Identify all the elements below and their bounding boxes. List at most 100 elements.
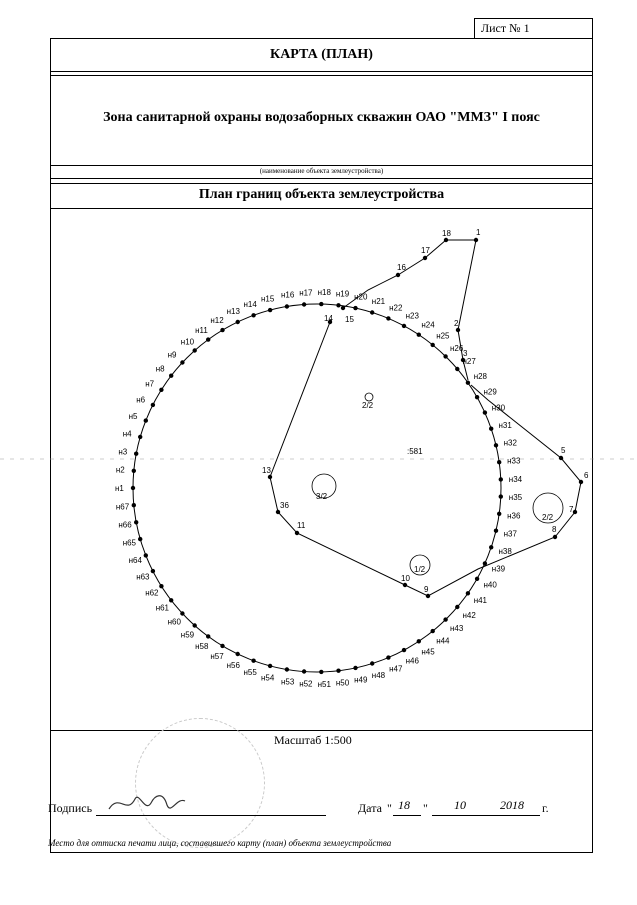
boundary-point-label: н52 (299, 680, 313, 689)
boundary-point-dot (301, 669, 307, 674)
boundary-point-dot (482, 561, 488, 566)
boundary-point-dot (430, 628, 435, 634)
boundary-point-dot (131, 468, 136, 473)
parcel-label: 2/2 (362, 401, 374, 410)
boundary-point-label: н19 (336, 289, 350, 298)
vertex-dot (395, 272, 401, 278)
boundary-point-dot (235, 651, 240, 657)
seal-stamp (135, 718, 265, 848)
boundary-point-dot (474, 576, 480, 581)
vertex-dot (572, 509, 578, 515)
boundary-point-label: н48 (372, 671, 386, 680)
boundary-point-label: н61 (156, 604, 170, 613)
boundary-point-dot (336, 668, 341, 673)
boundary-point-dot (220, 327, 225, 333)
boundary-point-dot (169, 373, 174, 378)
boundary-point-label: н55 (244, 668, 258, 677)
vertex-dot (402, 582, 408, 588)
divider (50, 71, 593, 72)
vertex-dot (558, 455, 564, 461)
sanitary-zone-circle (132, 303, 502, 673)
boundary-point-dot (159, 584, 164, 589)
boundary-point-label: н60 (168, 618, 182, 627)
divider (50, 75, 593, 76)
vertex-label: 15 (345, 315, 354, 324)
parcel-label: :581 (407, 447, 423, 456)
boundary-point-label: н16 (281, 291, 295, 300)
boundary-point-label: н27 (463, 357, 477, 366)
boundary-point-dot (353, 305, 358, 311)
boundary-point-label: н18 (318, 288, 332, 297)
boundary-point-label: н12 (210, 316, 224, 325)
boundary-point-label: н15 (261, 295, 275, 304)
boundary-point-dot (443, 617, 448, 622)
boundary-point-dot (267, 307, 273, 313)
boundary-point-label: н54 (261, 674, 275, 683)
vertex-label: 13 (262, 466, 271, 475)
boundary-point-label: н6 (136, 395, 145, 404)
boundary-point-dot (206, 634, 211, 639)
boundary-point-dot (370, 661, 375, 666)
well-marker (364, 392, 374, 402)
vertex-label: 36 (280, 501, 289, 510)
vertex-label: 14 (324, 314, 333, 323)
signature-label: Подпись (48, 801, 93, 815)
boundary-point-dot (150, 568, 156, 574)
boundary-point-dot (430, 342, 435, 348)
boundary-point-label: н36 (507, 512, 521, 521)
boundary-point-dot (319, 669, 324, 675)
object-name: Зона санитарной охраны водозаборных сква… (103, 110, 540, 125)
boundary-point-label: н62 (145, 589, 159, 598)
vertex-label: 3 (463, 349, 468, 358)
boundary-point-label: н1 (115, 484, 124, 493)
boundary-point-dot (301, 302, 307, 307)
boundary-point-dot (455, 604, 460, 610)
boundary-point-dot (455, 366, 460, 372)
boundary-point-label: н21 (372, 297, 386, 306)
boundary-point-label: н49 (354, 676, 368, 685)
boundary-point-dot (251, 313, 256, 318)
boundary-point-dot (143, 418, 148, 423)
boundary-point-dot (235, 319, 240, 325)
vertex-label: 5 (561, 446, 566, 455)
boundary-point-label: н14 (244, 300, 258, 309)
boundary-point-label: н57 (210, 652, 224, 661)
boundary-point-label: н5 (129, 412, 138, 421)
boundary-point-label: н51 (318, 680, 332, 689)
vertex-dot (327, 319, 333, 325)
boundary-point-label: н29 (484, 387, 498, 396)
vertex-label: 7 (569, 505, 574, 514)
vertex-label: 17 (421, 246, 430, 255)
boundary-point-label: н46 (406, 657, 420, 666)
boundary-point-dot (134, 451, 139, 456)
boundary-point-dot (143, 553, 148, 558)
boundary-point-label: н66 (118, 521, 132, 530)
vertex-dot (578, 479, 584, 485)
boundary-point-dot (169, 598, 174, 603)
boundary-point-dot (353, 665, 358, 671)
boundary-point-dot (220, 643, 225, 649)
boundary-point-dot (284, 667, 290, 672)
boundary-point-label: н47 (389, 665, 403, 674)
boundary-point-dot (386, 655, 391, 660)
object-caption: (наименование объекта землеустройства) (259, 167, 384, 175)
boundary-point-dot (493, 443, 499, 448)
boundary-point-dot (489, 545, 494, 550)
boundary-point-label: н58 (195, 642, 209, 651)
boundary-point-label: н20 (354, 292, 368, 301)
well-marker (409, 554, 431, 576)
boundary-point-label: н41 (474, 596, 488, 605)
boundary-point-label: н13 (227, 307, 241, 316)
parcel-label: 3/2 (316, 492, 328, 501)
boundary-point-dot (192, 348, 197, 353)
vertex-label: 1 (476, 228, 481, 237)
well-marker (311, 473, 337, 499)
boundary-point-dot (134, 520, 139, 525)
boundary-point-dot (284, 304, 290, 309)
boundary-point-label: н53 (281, 677, 295, 686)
vertex-dot (275, 509, 281, 515)
vertex-label: 16 (397, 263, 406, 272)
vertex-label: 11 (297, 521, 306, 530)
boundary-point-dot (401, 323, 407, 329)
